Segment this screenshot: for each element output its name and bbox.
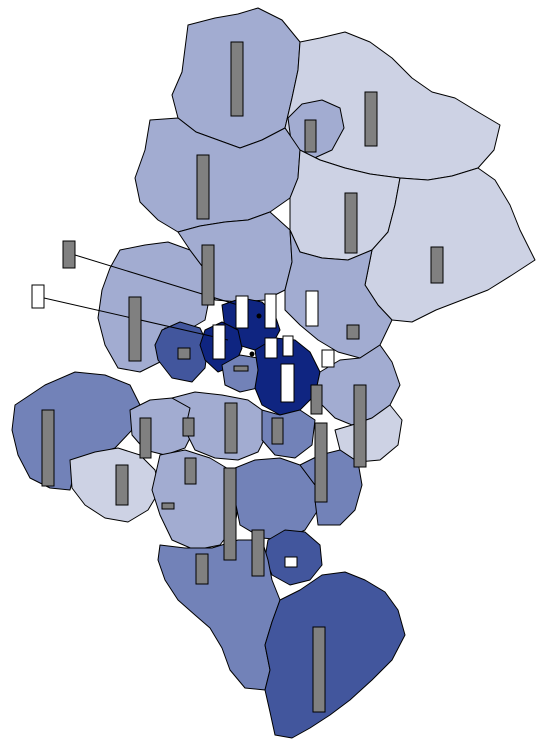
bar-south-center-4a	[184, 457, 197, 485]
bar-core-white-6	[321, 349, 335, 368]
bar-core-city-3	[233, 365, 249, 372]
bar-north-east-inner	[304, 119, 317, 153]
district-south-center-5	[229, 457, 319, 541]
bar-north-2	[196, 154, 210, 220]
bar-south-center-5	[223, 467, 237, 561]
bar-south-center-3	[271, 417, 284, 445]
bar-south-center-1b	[182, 417, 195, 437]
district-south-center-3	[261, 409, 316, 459]
bar-center-east-white	[305, 290, 319, 327]
city-dots-layer	[249, 313, 262, 357]
bar-south-2	[312, 626, 326, 713]
bar-south-west-2	[115, 464, 129, 506]
bar-core-white-1	[235, 295, 249, 329]
bars-layer	[31, 41, 444, 713]
bar-south-center-4b	[161, 502, 175, 510]
bar-south-west-1	[41, 409, 55, 487]
bar-east-3	[310, 384, 323, 415]
district-south-2	[264, 571, 406, 739]
bar-north-1	[230, 41, 244, 117]
bar-south-center-1a	[139, 417, 152, 459]
bar-core-white-3	[212, 324, 226, 360]
city-dot-2	[249, 351, 255, 357]
bar-core-white-2	[264, 293, 277, 329]
legend-key-gray-bar	[62, 240, 76, 269]
bar-south-center-2	[224, 402, 238, 454]
bar-west-1	[128, 296, 142, 362]
bar-north-east	[364, 91, 378, 147]
bar-core-city-4-white	[280, 363, 295, 403]
bar-center-east-gray	[346, 324, 360, 340]
bar-south-center-6	[251, 529, 265, 577]
bar-east-1	[344, 192, 358, 254]
bar-south-1	[195, 553, 209, 585]
bar-west-city	[177, 347, 191, 360]
bar-core-white-5	[282, 335, 294, 357]
districts-layer	[11, 7, 536, 739]
city-dot-1	[256, 313, 262, 319]
district-east-4	[334, 404, 403, 463]
district-south-west-2	[69, 447, 161, 523]
bar-core-white-4	[264, 337, 278, 359]
bar-south-city-white	[284, 556, 298, 568]
bar-east-2	[430, 246, 444, 284]
bar-center-north	[201, 244, 215, 306]
district-north-2	[134, 117, 301, 233]
legend-key-white-bar	[31, 284, 45, 309]
bar-south-east-1	[314, 422, 328, 503]
bar-east-4	[353, 384, 367, 468]
